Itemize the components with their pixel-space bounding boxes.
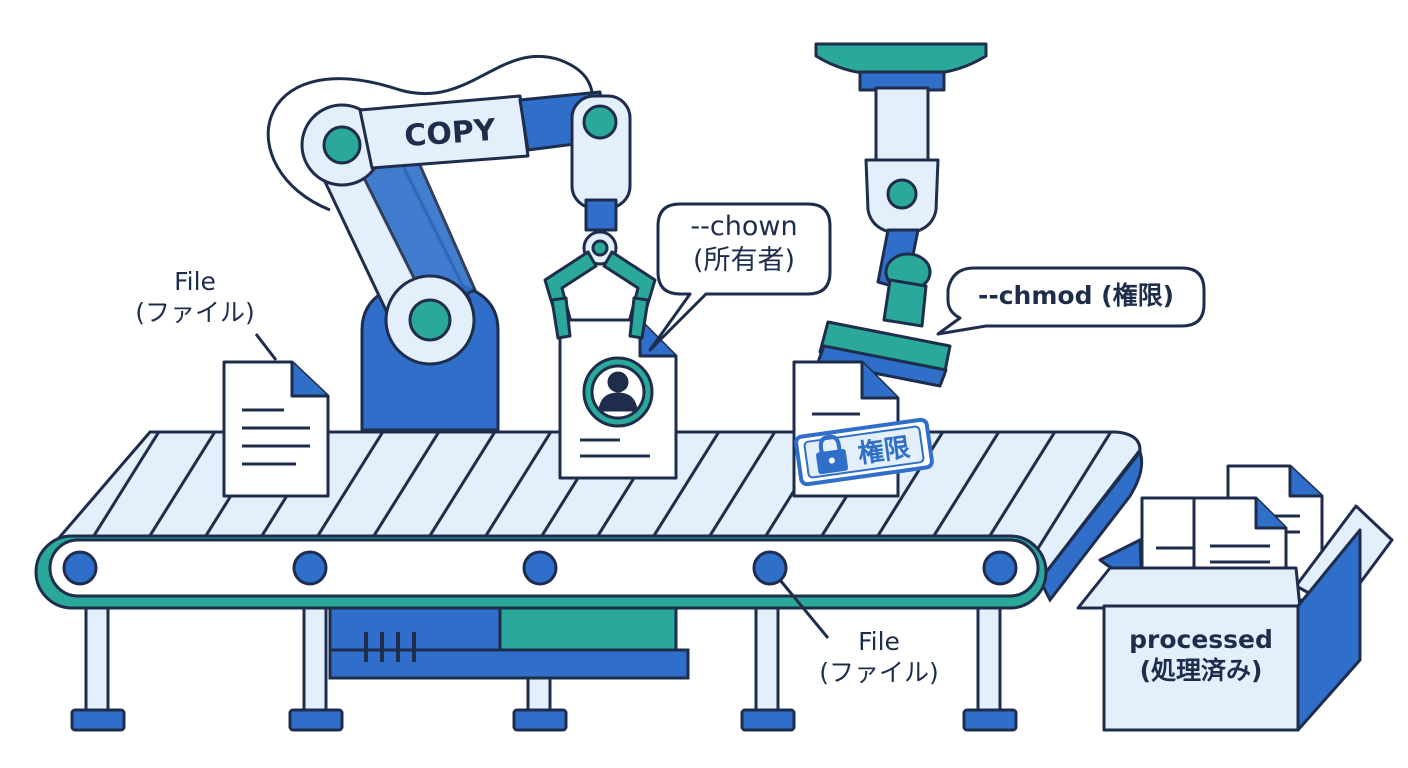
file-label-bottom: File (ファイル): [794, 626, 964, 689]
callout-chown-bubble: [648, 202, 832, 352]
processed-box: [1076, 464, 1394, 732]
callout-chmod: --chmod (権限): [950, 280, 1202, 311]
file-label-left-pointer: [254, 333, 278, 361]
lock-icon: [816, 434, 849, 475]
file-document-owner: [558, 318, 678, 480]
file-label-bottom-pointer: [778, 579, 830, 639]
file-label-left-line1: File: [174, 267, 216, 296]
stamp-machine: [814, 42, 988, 388]
callout-chmod-bubble: [936, 266, 1206, 336]
file-label-left: File (ファイル): [110, 266, 280, 329]
callout-chmod-line1: --chmod (権限): [977, 281, 1175, 310]
motor-housing: [328, 598, 690, 680]
callout-chown: --chown (所有者): [660, 210, 828, 278]
copy-label: COPY: [403, 113, 498, 154]
file-label-left-line2: (ファイル): [135, 298, 255, 328]
robot-arm: [266, 54, 657, 432]
box-label-line2: (処理済み): [1139, 656, 1263, 686]
permission-badge: 権限: [794, 417, 934, 487]
file-document-left: [222, 360, 330, 498]
file-label-bottom-line2: (ファイル): [819, 658, 939, 688]
callout-chown-line2: (所有者): [692, 244, 796, 276]
callout-chown-line1: --chown: [690, 211, 798, 242]
file-label-bottom-line1: File: [858, 627, 900, 656]
permission-badge-label: 権限: [856, 432, 912, 470]
box-label: processed (処理済み): [1104, 624, 1298, 687]
user-icon: [598, 371, 638, 412]
box-label-line1: processed: [1129, 625, 1273, 654]
